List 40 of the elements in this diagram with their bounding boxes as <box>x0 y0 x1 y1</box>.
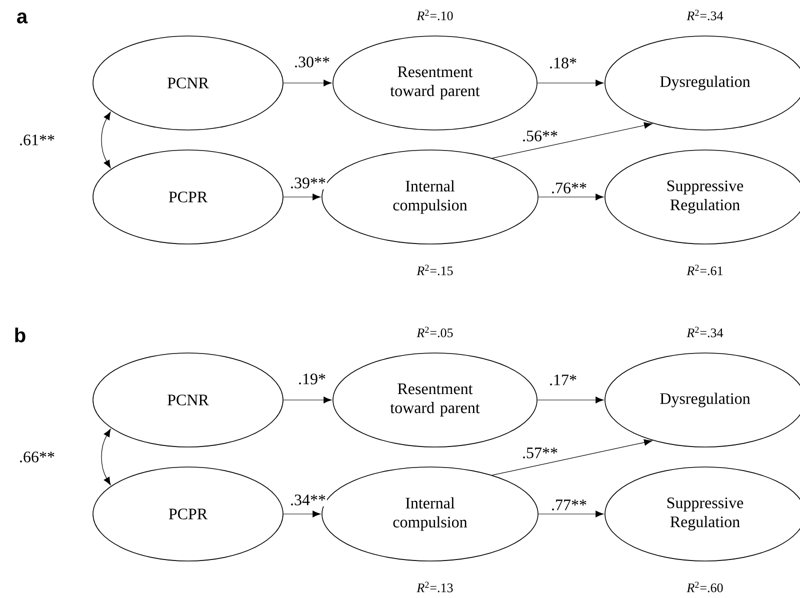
edge-label: .39** <box>289 176 327 190</box>
edge-label: .19* <box>297 372 327 386</box>
edge-label: .61** <box>18 134 56 146</box>
edge-label: .34** <box>289 494 327 506</box>
edge-label: .76** <box>550 182 588 194</box>
edge-label: .66** <box>18 450 56 464</box>
edge-label: .57** <box>521 446 559 460</box>
r-squared-label: R$^{2}$=.61 <box>686 264 723 276</box>
edge-label: .30** <box>293 56 331 68</box>
r-squared-label: R$^{2}$=.34 <box>686 10 724 20</box>
arrow <box>492 122 652 158</box>
arrow <box>537 80 604 86</box>
arrow <box>283 510 321 518</box>
ellipse-node: PCPR <box>92 150 284 244</box>
ellipse-node: PCPR <box>92 466 284 562</box>
edge-label: .77** <box>550 498 588 512</box>
r-squared-label: R$^{2}$=.15 <box>416 264 453 276</box>
r-squared-label: R$^{2}$=.10 <box>416 10 453 20</box>
panel-label: a <box>17 12 28 24</box>
r-squared-label: R$^{2}$=.34 <box>686 326 724 338</box>
arrow <box>283 396 332 404</box>
arrow <box>492 439 652 476</box>
ellipse-node: PCNR <box>92 352 284 448</box>
arrow <box>538 194 604 200</box>
r-squared-label: R$^{2}$=.13 <box>416 582 453 592</box>
ellipse-node: PCNR <box>92 36 284 130</box>
ellipse-node: Resentment toward parent <box>332 36 538 130</box>
arrow <box>537 396 604 404</box>
r-squared-label: R$^{2}$=.05 <box>416 326 453 338</box>
arrow <box>101 428 111 486</box>
arrow <box>538 510 604 518</box>
arrow <box>101 112 111 168</box>
ellipse-node: Resentment toward parent <box>332 352 538 448</box>
edge-label: .17* <box>548 374 578 386</box>
edge-label: .56** <box>521 130 559 142</box>
arrow <box>283 80 332 86</box>
arrow <box>283 194 321 200</box>
panel-label: b <box>15 328 26 342</box>
r-squared-label: R$^{2}$=.60 <box>686 582 723 592</box>
edge-label: .18* <box>548 56 578 70</box>
